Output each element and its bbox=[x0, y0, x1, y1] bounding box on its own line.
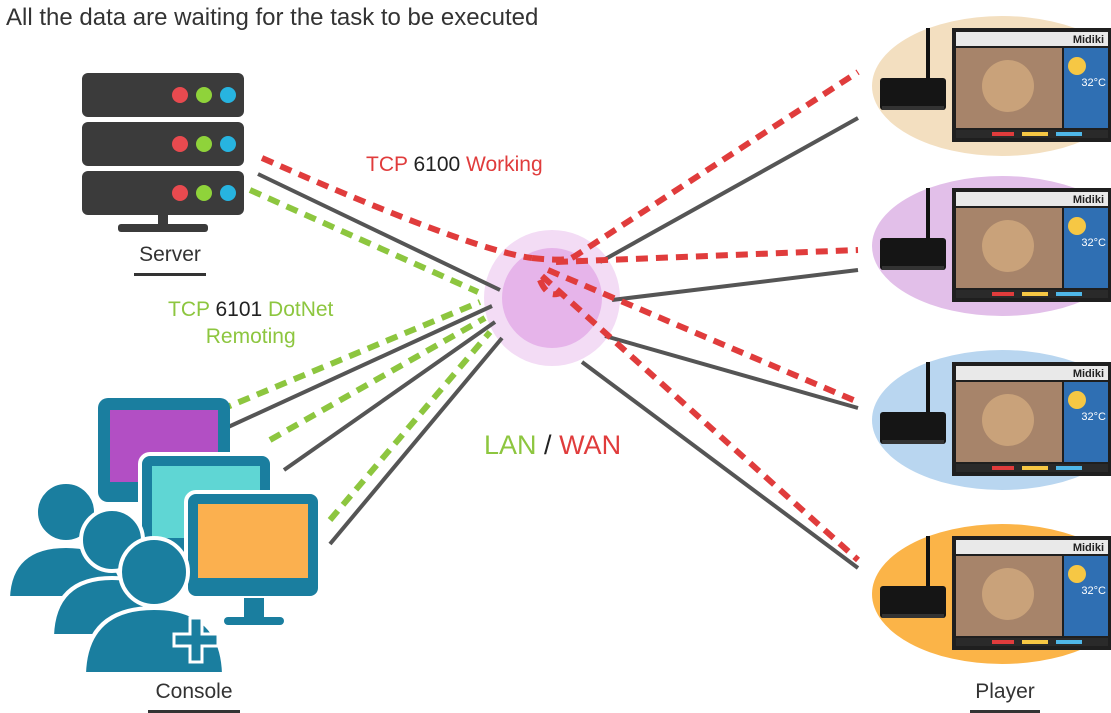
working-link bbox=[260, 155, 533, 261]
console-label: Console bbox=[148, 680, 240, 713]
physical-link bbox=[580, 360, 860, 570]
status-led bbox=[172, 136, 188, 152]
diagram-caption: All the data are waiting for the task to… bbox=[6, 4, 539, 31]
media-player-base bbox=[882, 106, 944, 110]
ticker-segment bbox=[992, 132, 1014, 136]
ticker-segment bbox=[1022, 132, 1048, 136]
add-plus-icon bbox=[172, 616, 220, 664]
media-player-box bbox=[880, 586, 946, 618]
ticker-segment bbox=[1022, 292, 1048, 296]
signage-header bbox=[956, 540, 1108, 554]
status-led bbox=[196, 87, 212, 103]
remoting-link bbox=[268, 315, 487, 443]
physical-link bbox=[599, 116, 859, 264]
console-icon bbox=[5, 398, 322, 676]
temperature-readout: 32°C bbox=[1081, 411, 1106, 423]
physical-link bbox=[282, 320, 497, 472]
status-led bbox=[172, 185, 188, 201]
players-group: Midiki 32°C Midiki 32°C Midiki 32°C Midiki 32°C bbox=[872, 16, 1111, 664]
ticker-segment bbox=[992, 640, 1014, 644]
player-1: Midiki 32°C bbox=[872, 16, 1111, 156]
working-link bbox=[570, 69, 860, 261]
remoting-link bbox=[248, 187, 480, 295]
physical-link bbox=[611, 268, 859, 302]
ticker-segment bbox=[992, 292, 1014, 296]
player-label: Player bbox=[970, 680, 1040, 713]
temperature-readout: 32°C bbox=[1081, 585, 1106, 597]
physical-link bbox=[225, 304, 493, 430]
brand-logo: Midiki bbox=[1073, 34, 1104, 46]
working-link bbox=[546, 267, 860, 405]
status-led bbox=[172, 87, 188, 103]
ticker-segment bbox=[1056, 466, 1082, 470]
temperature-readout: 32°C bbox=[1081, 77, 1106, 89]
media-player-box bbox=[880, 412, 946, 444]
signage-header bbox=[956, 32, 1108, 46]
status-led bbox=[220, 185, 236, 201]
working-link bbox=[537, 278, 564, 298]
photo-subject bbox=[982, 220, 1034, 272]
ticker-segment bbox=[1056, 292, 1082, 296]
sun-icon bbox=[1068, 57, 1086, 75]
ticker-segment bbox=[1022, 466, 1048, 470]
status-led bbox=[220, 136, 236, 152]
working-link bbox=[555, 247, 859, 265]
photo-subject bbox=[982, 568, 1034, 620]
console-monitor-3 bbox=[184, 490, 322, 625]
media-player-base bbox=[882, 614, 944, 618]
server-icon bbox=[82, 73, 244, 232]
ticker-segment bbox=[1056, 132, 1082, 136]
status-led bbox=[196, 136, 212, 152]
player-3: Midiki 32°C bbox=[872, 350, 1111, 490]
ticker-segment bbox=[1022, 640, 1048, 644]
temperature-readout: 32°C bbox=[1081, 237, 1106, 249]
tcp-6101-label: TCP 6101 DotNet Remoting bbox=[168, 298, 334, 348]
status-led bbox=[220, 87, 236, 103]
lan-wan-label: LAN / WAN bbox=[484, 430, 622, 460]
player-2: Midiki 32°C bbox=[872, 176, 1111, 316]
physical-link bbox=[328, 336, 504, 546]
remoting-link bbox=[218, 299, 482, 413]
physical-link bbox=[604, 334, 859, 410]
media-player-base bbox=[882, 266, 944, 270]
sun-icon bbox=[1068, 565, 1086, 583]
brand-logo: Midiki bbox=[1073, 542, 1104, 554]
brand-logo: Midiki bbox=[1073, 194, 1104, 206]
status-led bbox=[196, 185, 212, 201]
media-player-box bbox=[880, 78, 946, 110]
media-player-box bbox=[880, 238, 946, 270]
network-hub bbox=[484, 230, 620, 366]
sun-icon bbox=[1068, 391, 1086, 409]
server-label: Server bbox=[134, 243, 206, 276]
ticker-segment bbox=[992, 466, 1014, 470]
working-link bbox=[539, 273, 861, 563]
physical-link bbox=[257, 172, 501, 292]
photo-subject bbox=[982, 60, 1034, 112]
signage-header bbox=[956, 192, 1108, 206]
photo-subject bbox=[982, 394, 1034, 446]
media-player-base bbox=[882, 440, 944, 444]
brand-logo: Midiki bbox=[1073, 368, 1104, 380]
signage-header bbox=[956, 366, 1108, 380]
remoting-link bbox=[327, 330, 493, 522]
player-4: Midiki 32°C bbox=[872, 524, 1111, 664]
tcp-6100-label: TCP 6100 Working bbox=[366, 153, 543, 176]
connection-lines bbox=[218, 69, 861, 570]
users-icon bbox=[5, 480, 227, 676]
sun-icon bbox=[1068, 217, 1086, 235]
ticker-segment bbox=[1056, 640, 1082, 644]
